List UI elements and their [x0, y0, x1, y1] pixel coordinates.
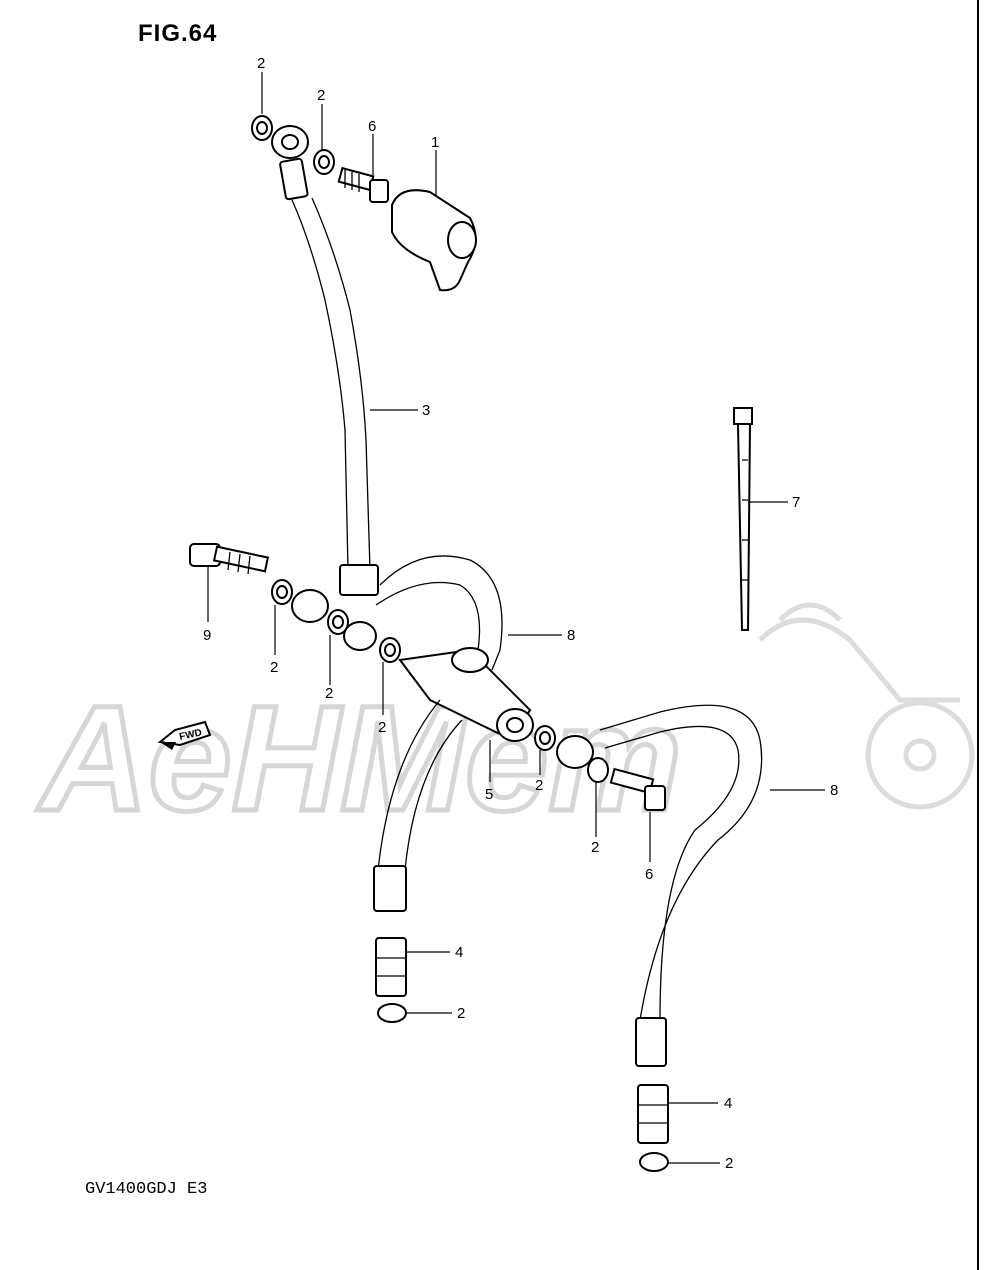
washer-part	[377, 1003, 407, 1023]
banjo-fitting-right	[556, 735, 594, 769]
union-bolt-top	[337, 166, 389, 203]
callout-label: 3	[422, 402, 430, 419]
callout-label: 6	[645, 866, 653, 883]
leader-lines	[207, 72, 825, 1164]
banjo-fitting-top	[271, 125, 309, 201]
banjo-fitting-left	[291, 589, 377, 651]
callout-label: 1	[431, 134, 439, 151]
washer-hole	[256, 121, 268, 135]
cable-tie	[733, 407, 753, 631]
brake-hose-loop	[375, 555, 503, 671]
watermark-motorcycle-icon	[758, 602, 975, 810]
brake-hose-lower-left	[373, 699, 463, 912]
washer-hole	[318, 155, 330, 169]
callout-label: 2	[535, 777, 543, 794]
callout-label: 9	[203, 627, 211, 644]
brake-hose-right	[599, 704, 763, 1067]
callout-label: 2	[317, 87, 325, 104]
hose-fitting-left	[375, 937, 407, 997]
washer-hole	[332, 615, 344, 629]
model-code: GV1400GDJ E3	[85, 1180, 208, 1199]
callout-label: 8	[567, 627, 575, 644]
brake-hose-joint	[398, 647, 534, 742]
callout-label: 8	[830, 782, 838, 799]
callout-label: 2	[270, 659, 278, 676]
forward-arrow-icon: FWD	[157, 720, 212, 750]
cap-part	[391, 189, 477, 292]
callout-labels: 2 2 6 1 3 7 9 2 2 2 8 5 2 2 6 8 4 2 4 2	[203, 55, 838, 1172]
washer-hole	[276, 585, 288, 599]
callout-label: 2	[457, 1005, 465, 1022]
union-bolt-left	[189, 543, 270, 575]
washer-part	[639, 1152, 669, 1172]
callout-label: 2	[257, 55, 265, 72]
callout-label: 4	[455, 944, 463, 961]
callout-label: 4	[724, 1095, 732, 1112]
washer-part	[587, 757, 609, 783]
callout-label: 2	[378, 719, 386, 736]
hose-fitting-right	[637, 1084, 669, 1144]
brake-hose-upper	[291, 197, 379, 596]
washer-hole	[384, 643, 396, 657]
callout-label: 5	[485, 786, 493, 803]
callout-label: 2	[725, 1155, 733, 1172]
callout-label: 7	[792, 494, 800, 511]
fwd-label: FWD	[178, 727, 203, 742]
callout-label: 2	[591, 839, 599, 856]
callout-label: 6	[368, 118, 376, 135]
figure-title: FIG.64	[138, 20, 218, 47]
washer-hole	[539, 731, 551, 745]
callout-label: 2	[325, 685, 333, 702]
union-bolt-right	[609, 767, 666, 811]
